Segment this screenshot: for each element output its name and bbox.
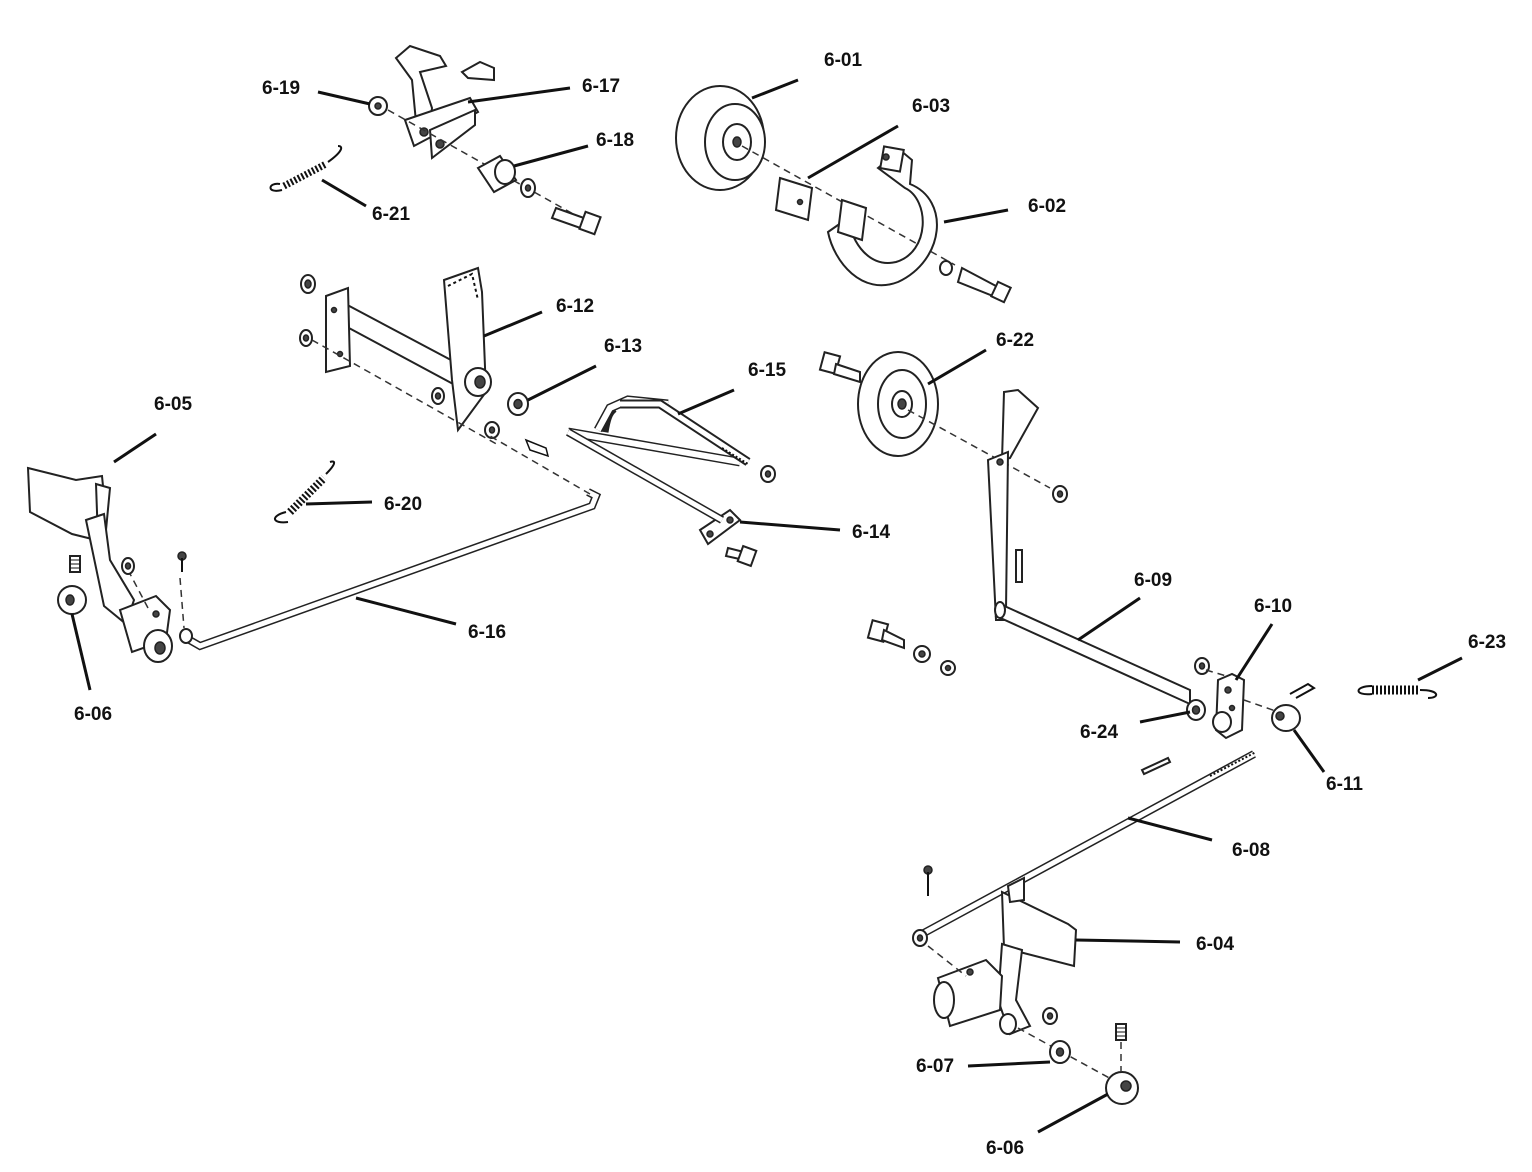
cotter-pin-6-08 <box>923 865 933 896</box>
label-6-05: 6-05 <box>154 394 192 415</box>
part-6-05-clutch-pedal <box>26 466 173 663</box>
label-6-03: 6-03 <box>912 96 950 117</box>
part-6-03-brake-block <box>774 176 814 222</box>
label-6-08: 6-08 <box>1232 840 1270 861</box>
washer-6-05 <box>121 557 135 575</box>
label-6-15: 6-15 <box>748 360 786 381</box>
part-6-04-brake-pedal <box>933 876 1078 1036</box>
part-6-14-link-plate <box>566 428 742 546</box>
part-6-16-clutch-rod <box>179 435 602 651</box>
label-6-14: 6-14 <box>852 522 890 543</box>
part-6-24-washer <box>1186 699 1206 721</box>
label-6-24: 6-24 <box>1080 722 1118 743</box>
label-6-10: 6-10 <box>1254 596 1292 617</box>
label-6-18: 6-18 <box>596 130 634 151</box>
label-6-23: 6-23 <box>1468 632 1506 653</box>
bolt-6-14 <box>724 544 758 568</box>
label-6-17: 6-17 <box>582 76 620 97</box>
nut-6-19 <box>368 96 388 116</box>
label-6-01: 6-01 <box>824 50 862 71</box>
label-6-13: 6-13 <box>604 336 642 357</box>
nut-6-15 <box>760 465 776 483</box>
part-6-15-brake-rod <box>524 395 751 467</box>
label-6-21: 6-21 <box>372 204 410 225</box>
label-6-06-left: 6-06 <box>74 704 112 725</box>
bolt-6-22 <box>818 351 861 384</box>
part-6-02-brake-band <box>826 145 938 287</box>
bolt-nuts-6-09 <box>866 619 956 676</box>
cotter-pin-6-05 <box>177 551 187 572</box>
washers-6-12 <box>299 274 500 439</box>
label-6-12: 6-12 <box>556 296 594 317</box>
part-6-18-spacer <box>476 154 518 194</box>
part-6-01-brake-drum <box>675 85 766 191</box>
label-6-19: 6-19 <box>262 78 300 99</box>
part-6-22-idler-pulley <box>857 351 939 457</box>
part-6-23-spring <box>1357 685 1438 699</box>
part-6-17-brake-lever <box>394 44 495 160</box>
part-6-07-washer <box>1049 1040 1071 1064</box>
label-6-22: 6-22 <box>996 330 1034 351</box>
label-6-09: 6-09 <box>1134 570 1172 591</box>
bolt-6-02 <box>939 260 1013 304</box>
label-6-20: 6-20 <box>384 494 422 515</box>
washer-6-18 <box>520 178 536 198</box>
label-6-07: 6-07 <box>916 1056 954 1077</box>
part-6-06-collar-right <box>1105 1023 1139 1105</box>
part-6-12-brake-shaft <box>325 266 492 433</box>
pin-6-10 <box>1140 756 1172 776</box>
part-6-11-collar <box>1271 682 1316 732</box>
label-6-06-right: 6-06 <box>986 1138 1024 1159</box>
label-6-11: 6-11 <box>1326 774 1363 795</box>
bolt-6-18 <box>550 206 602 236</box>
label-6-02: 6-02 <box>1028 196 1066 217</box>
part-6-20-spring <box>274 460 336 524</box>
part-labels: 6-01 6-02 6-03 6-04 6-05 6-06 6-06 6-07 … <box>74 50 1506 1159</box>
washers-6-04 <box>1042 1007 1058 1025</box>
part-6-06-collar-left <box>57 555 87 615</box>
label-6-16: 6-16 <box>468 622 506 643</box>
nut-6-22 <box>1052 485 1068 503</box>
part-6-13-bushing <box>507 392 529 416</box>
part-6-09-cross-shaft <box>986 388 1191 706</box>
part-6-08-clutch-rod <box>912 750 1257 947</box>
part-6-10-arm <box>1212 672 1246 740</box>
washer-6-10 <box>1194 657 1210 675</box>
label-6-04: 6-04 <box>1196 934 1234 955</box>
leader-lines <box>70 78 1463 1134</box>
part-6-21-spring <box>269 145 343 192</box>
